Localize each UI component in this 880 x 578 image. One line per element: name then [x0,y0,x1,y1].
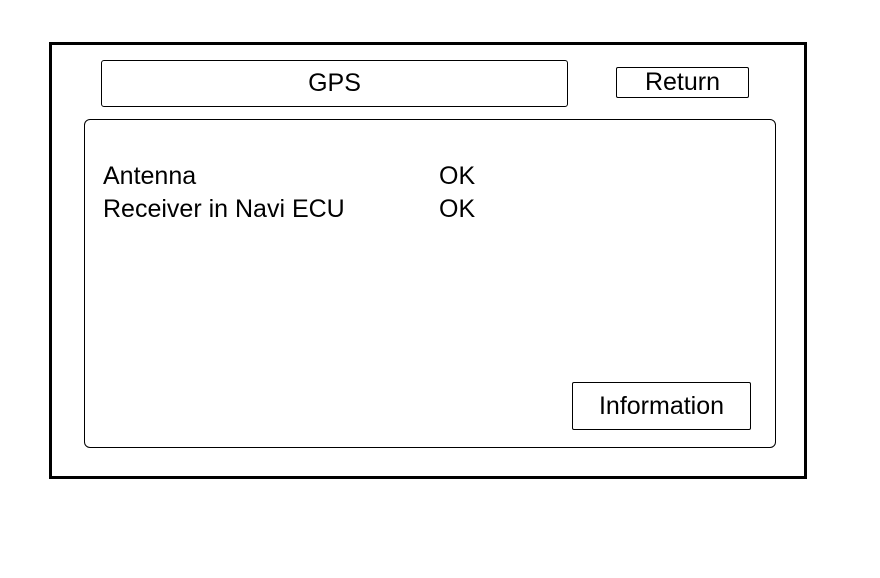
information-button-label: Information [598,391,725,420]
status-label-receiver: Receiver in Navi ECU [103,195,345,223]
status-label-antenna: Antenna [103,162,197,190]
status-value-antenna: OK [439,162,476,190]
return-button[interactable]: Return [616,67,749,98]
information-button[interactable]: Information [572,382,751,430]
page-title: GPS [101,60,568,107]
status-value-receiver: OK [439,195,476,223]
page-title-text: GPS [308,69,361,97]
return-button-label: Return [644,68,721,96]
status-panel [84,119,776,448]
